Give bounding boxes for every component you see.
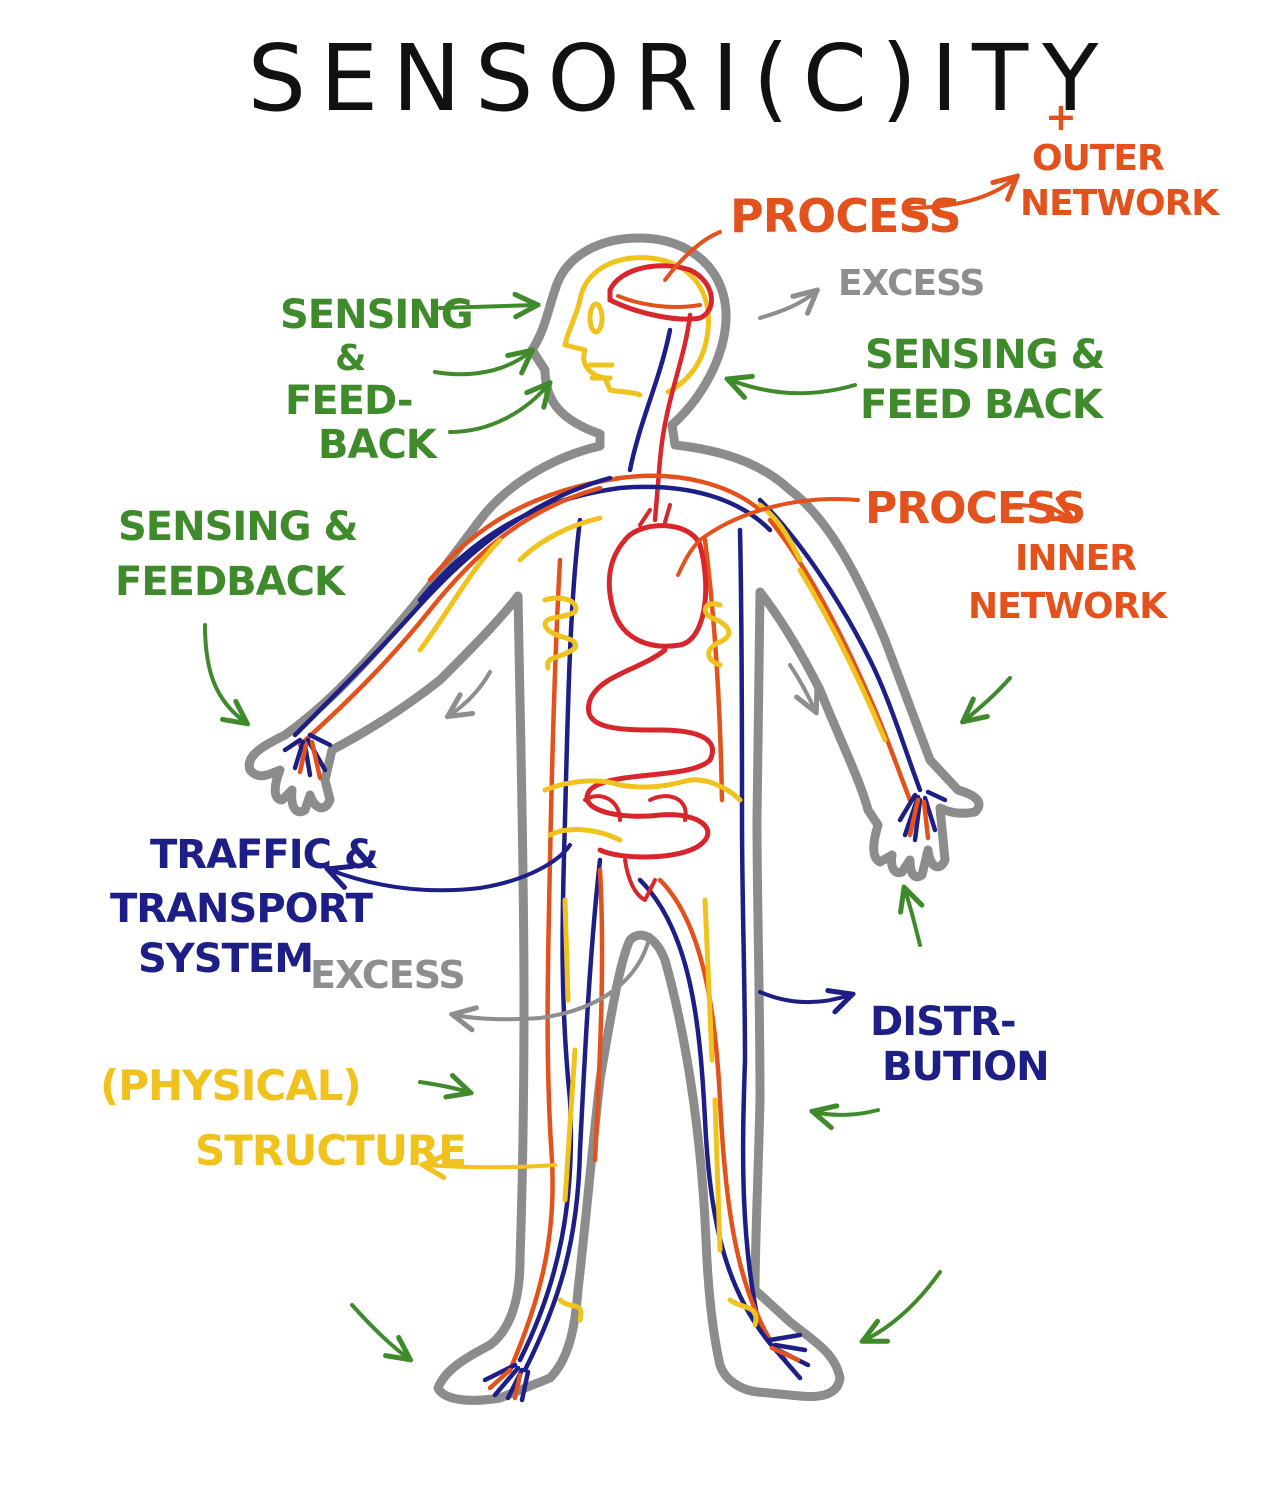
label-excess-low: EXCESS [310, 933, 652, 1019]
traffic-line2: TRANSPORT [110, 886, 374, 932]
nervous-network [282, 312, 948, 1403]
sensing-arrows [350, 676, 1012, 1358]
outer-network-line2: NETWORK [1020, 183, 1220, 224]
diagram-title: SENSORI(C)ITY [248, 25, 1113, 132]
sensing-left-line1: SENSING [280, 292, 473, 338]
distribution-line2: BUTION [882, 1044, 1049, 1090]
distribution-line1: DISTR- [870, 999, 1016, 1045]
label-sensing-arm: SENSING & FEEDBACK [115, 504, 359, 722]
intestines [542, 647, 743, 902]
label-sensing-left: SENSING & FEED- BACK [280, 292, 548, 468]
traffic-line1: TRAFFIC & [150, 832, 378, 878]
brain [607, 263, 714, 322]
process-top-text: PROCESS [730, 189, 961, 243]
label-physical-structure: (PHYSICAL) STRUCTURE [100, 1061, 557, 1175]
outer-plus-text: + [1045, 95, 1076, 139]
leg-bones [557, 897, 759, 1328]
label-process-top: PROCESS + OUTER NETWORK [663, 95, 1221, 282]
sensing-right-line1: SENSING & [865, 332, 1105, 378]
label-traffic: TRAFFIC & TRANSPORT SYSTEM [110, 832, 572, 982]
sensing-left-line4: BACK [318, 422, 439, 468]
excess-arrows [450, 663, 815, 715]
label-excess-top: EXCESS [758, 263, 985, 320]
label-sensing-right: SENSING & FEED BACK [730, 332, 1106, 428]
excess-low-text: EXCESS [310, 953, 465, 997]
label-distribution: DISTR- BUTION [758, 992, 1050, 1090]
inner-network-line1: INNER [1015, 538, 1136, 579]
sensing-arm-line1: SENSING & [118, 504, 358, 550]
head-skull [562, 255, 711, 398]
excess-top-text: EXCESS [838, 263, 984, 304]
physical-line2: STRUCTURE [195, 1126, 466, 1175]
physical-line1: (PHYSICAL) [100, 1061, 361, 1110]
sensing-right-line2: FEED BACK [860, 382, 1105, 428]
body-outline [244, 233, 984, 1405]
inner-network-line2: NETWORK [968, 586, 1168, 627]
traffic-line3: SYSTEM [138, 936, 313, 982]
sensing-left-line3: FEED- [285, 378, 413, 424]
sensing-arm-line2: FEEDBACK [115, 559, 347, 605]
outer-network-line1: OUTER [1032, 138, 1164, 179]
label-process-mid: PROCESS INNER NETWORK [676, 483, 1169, 627]
sensing-left-line2: & [335, 338, 365, 379]
